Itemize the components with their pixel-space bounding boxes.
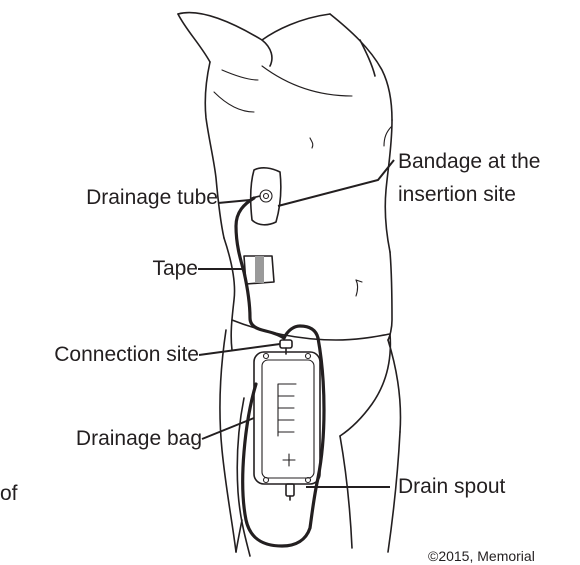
drain-spout (286, 484, 294, 500)
label-tape: Tape (80, 257, 198, 281)
cut-off-text: of (0, 482, 18, 506)
label-bandage-line2: insertion site (398, 183, 516, 207)
label-drainage-bag: Drainage bag (20, 427, 202, 451)
bandage-at-insertion-site (251, 168, 281, 225)
label-drain-spout: Drain spout (398, 475, 505, 499)
copyright-notice: ©2015, Memorial (428, 548, 535, 564)
label-bandage-line1: Bandage at the (398, 150, 540, 174)
body-outline (178, 13, 401, 556)
label-connection-site: Connection site (6, 343, 199, 367)
leader-lines (198, 160, 394, 487)
label-drainage-tube: Drainage tube (20, 186, 218, 210)
tape (244, 256, 274, 284)
drainage-tube-line (236, 198, 324, 546)
drainage-bag (254, 352, 320, 484)
